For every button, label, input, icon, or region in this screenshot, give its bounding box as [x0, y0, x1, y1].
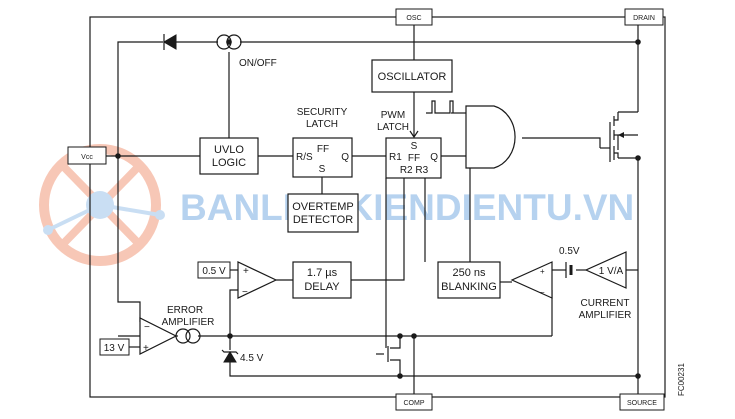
blanking-line1: 250 ns: [452, 267, 486, 279]
zener-label: 4.5 V: [240, 353, 264, 364]
oscillator-label: OSCILLATOR: [378, 71, 447, 83]
overtemp-detector-block: OVERTEMP DETECTOR: [287, 193, 359, 233]
watermark-logo-icon: [39, 144, 165, 266]
blanking-block: 250 ns BLANKING: [437, 261, 501, 299]
pin-osc-label: OSC: [406, 15, 421, 22]
current-amp-title-line1: CURRENT: [581, 298, 630, 309]
comparator-plus: +: [243, 266, 249, 277]
pwm-title-line1: PWM: [381, 110, 405, 121]
ref-13v-label: 13 V: [104, 343, 125, 354]
battery-0-5v-icon: [565, 262, 573, 278]
security-rs: R/S: [296, 152, 313, 163]
and-gate-icon: [465, 105, 516, 169]
delay-line1: 1.7 µs: [307, 267, 338, 279]
gain-label: 1 V/A: [599, 266, 624, 277]
blanking-line2: BLANKING: [441, 281, 497, 293]
current-amplifier-icon: + − 1 V/A: [510, 251, 627, 299]
overtemp-line1: OVERTEMP: [292, 201, 354, 213]
pwm-q: Q: [430, 152, 438, 163]
security-ff: FF: [317, 144, 329, 155]
clock-pulse-icon: [426, 100, 454, 114]
oscillator-block: OSCILLATOR: [371, 59, 453, 93]
pwm-r2r3: R2 R3: [400, 165, 429, 176]
pwm-r1: R1: [389, 152, 402, 163]
ref-0-5v-label: 0.5 V: [202, 266, 226, 277]
error-amp-plus: +: [143, 343, 149, 354]
pin-comp-label: COMP: [404, 400, 425, 407]
error-amp-minus: −: [144, 322, 150, 333]
comparator-minus: −: [242, 287, 248, 298]
overtemp-line2: DETECTOR: [293, 214, 353, 226]
error-amplifier-icon: − +: [139, 317, 178, 355]
uvlo-logic-block: UVLO LOGIC: [199, 137, 259, 175]
pin-vcc-label: Vcc: [81, 154, 93, 161]
security-latch-block: SECURITY LATCH R/S FF Q S: [292, 107, 353, 178]
uvlo-line2: LOGIC: [212, 157, 246, 169]
ref-0-5v-current-label: 0.5V: [559, 246, 580, 257]
delay-line2: DELAY: [304, 281, 340, 293]
ic-outline: [89, 16, 666, 398]
pin-vcc: Vcc: [67, 146, 107, 165]
current-amp-title-line2: AMPLIFIER: [579, 310, 632, 321]
pin-source-label: SOURCE: [627, 400, 657, 407]
pin-drain-label: DRAIN: [633, 15, 655, 22]
zener-diode-icon: [221, 349, 239, 363]
security-title-line1: SECURITY: [297, 107, 348, 118]
watermark-text: BANLINHKIENDIENTU.VN: [180, 187, 634, 228]
error-amp-title-line1: ERROR: [167, 305, 203, 316]
voltage-comparator-icon: + −: [237, 261, 278, 299]
security-s: S: [319, 164, 326, 175]
pwm-ff: FF: [408, 153, 420, 164]
pwm-title-line2: LATCH: [377, 122, 409, 133]
security-q: Q: [341, 152, 349, 163]
pin-osc: OSC: [395, 8, 433, 26]
ref-0-5v-box: 0.5 V: [197, 261, 231, 279]
ref-13v-box: 13 V: [99, 338, 130, 356]
current-amp-minus: −: [540, 288, 545, 297]
current-amp-plus: +: [540, 267, 545, 276]
pwm-s: S: [411, 141, 418, 152]
security-title-line2: LATCH: [306, 119, 338, 130]
supply-diode-icon: [163, 34, 177, 50]
error-amp-title-line2: AMPLIFIER: [162, 317, 215, 328]
doc-code-label: FC00231: [677, 363, 686, 396]
pin-comp: COMP: [395, 393, 433, 411]
pwm-latch-block: PWM LATCH S R1 FF Q R2 R3: [377, 110, 442, 179]
power-mosfet-icon: [609, 112, 624, 162]
transconductance-icon: [175, 328, 201, 344]
current-source-icon: [216, 34, 242, 50]
uvlo-line1: UVLO: [214, 144, 244, 156]
pin-drain: DRAIN: [624, 8, 664, 26]
delay-block: 1.7 µs DELAY: [292, 261, 352, 299]
pin-source: SOURCE: [619, 393, 665, 411]
on-off-label: ON/OFF: [239, 58, 277, 69]
